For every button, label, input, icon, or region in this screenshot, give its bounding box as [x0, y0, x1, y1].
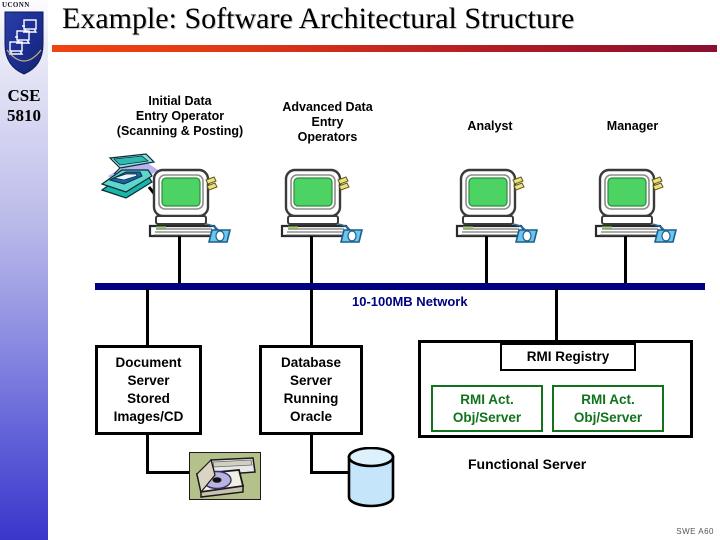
- title-divider: [52, 45, 717, 52]
- desktop-computer-icon: [586, 166, 678, 252]
- course-code: CSE 5810: [7, 86, 41, 125]
- desktop-computer-icon: [140, 166, 232, 252]
- network-label: 10-100MB Network: [352, 294, 468, 309]
- workstation-label-analyst: Analyst: [467, 119, 513, 133]
- database-server-box[interactable]: Database Server Running Oracle: [259, 345, 363, 435]
- uconn-shield-logo: UCONN: [0, 0, 48, 78]
- connector-workstation-4: [624, 236, 627, 286]
- flatbed-scanner-icon: [96, 146, 164, 216]
- rmi-activation-object-server-box-1[interactable]: RMI Act. Obj/Server: [431, 385, 543, 432]
- workstation-label-advanced-data-entry: Advanced Data Entry Operators: [282, 100, 373, 144]
- connector-workstation-3: [485, 236, 488, 286]
- connector-database-server-to-cylinder: [310, 434, 313, 474]
- rmi-registry-box[interactable]: RMI Registry: [500, 343, 636, 371]
- connector-database-server-to-cylinder-horizontal: [310, 471, 348, 474]
- workstation-label-initial-data-entry: Initial Data Entry Operator (Scanning & …: [116, 94, 244, 138]
- cd-drive-icon: [188, 451, 262, 501]
- connector-functional-server: [555, 289, 558, 341]
- connector-database-server: [310, 289, 313, 346]
- connector-document-server-to-cd: [146, 434, 149, 474]
- functional-server-caption: Functional Server: [468, 456, 587, 472]
- slide-footer-code: SWE A60: [676, 527, 714, 536]
- connector-workstation-1: [178, 236, 181, 286]
- desktop-computer-icon: [272, 166, 364, 252]
- connector-workstation-2: [310, 236, 313, 286]
- connector-document-server: [146, 289, 149, 346]
- database-cylinder-icon: [344, 446, 402, 509]
- desktop-computer-icon: [447, 166, 539, 252]
- sidebar: UCONN CSE 5810: [0, 0, 48, 540]
- rmi-activation-object-server-box-2[interactable]: RMI Act. Obj/Server: [552, 385, 664, 432]
- document-server-box[interactable]: Document Server Stored Images/CD: [95, 345, 202, 435]
- connector-document-server-to-cd-horizontal: [146, 471, 192, 474]
- workstation-label-manager: Manager: [606, 119, 659, 133]
- network-backbone: [95, 283, 705, 290]
- uconn-wordmark: UCONN: [2, 1, 30, 9]
- page-title: Example: Software Architectural Structur…: [62, 2, 575, 35]
